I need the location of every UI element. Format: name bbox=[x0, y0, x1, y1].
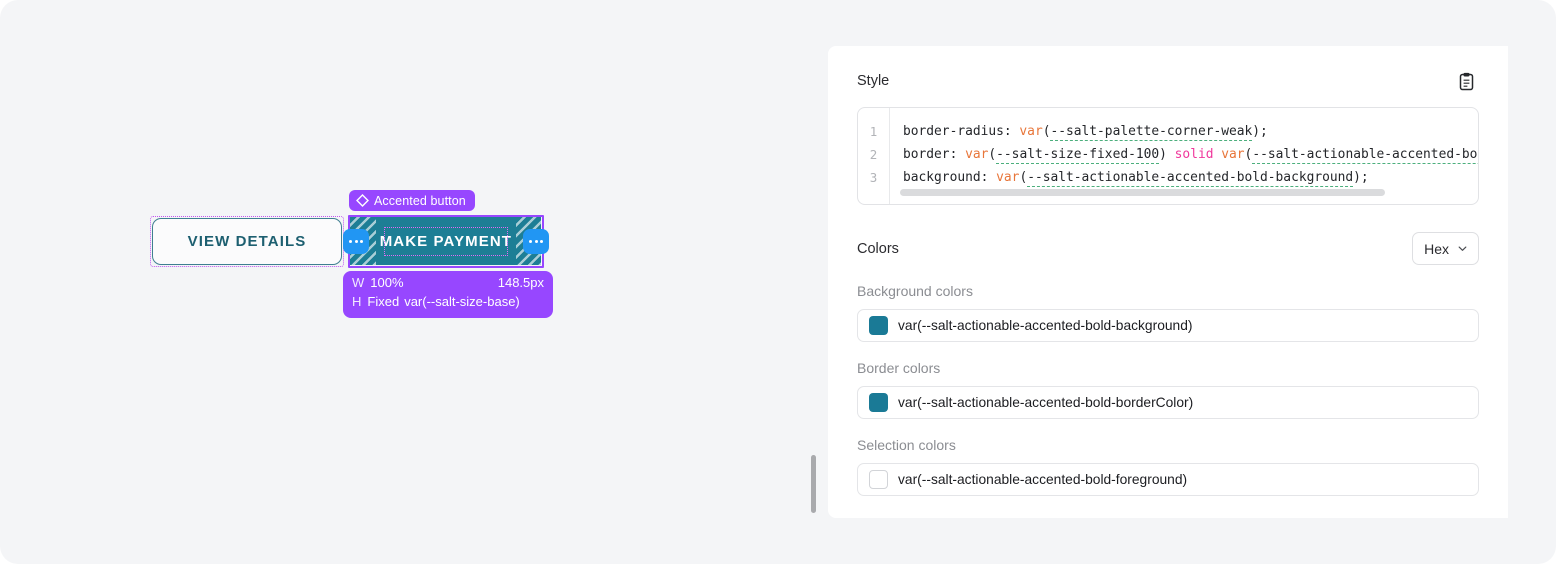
code-token: border: bbox=[903, 147, 966, 162]
panel-scrollbar-thumb[interactable] bbox=[811, 455, 816, 513]
color-group: Background colors var(--salt-actionable-a… bbox=[857, 283, 1479, 342]
diamond-icon bbox=[356, 194, 369, 207]
dimensions-tooltip: W 100% 148.5px H Fixed var(--salt-size-b… bbox=[343, 271, 553, 318]
code-token: ( bbox=[1019, 170, 1028, 185]
code-line-numbers: 1 2 3 bbox=[858, 108, 890, 204]
code-line: border: var(--salt-size-fixed-100) solid… bbox=[903, 143, 1478, 166]
code-line-number: 1 bbox=[869, 124, 878, 139]
height-key: H bbox=[352, 294, 362, 309]
width-row: W 100% 148.5px bbox=[352, 275, 544, 294]
color-token-value: var(--salt-actionable-accented-bold-back… bbox=[898, 318, 1193, 333]
color-group-label: Selection colors bbox=[857, 437, 956, 453]
color-token-value: var(--salt-actionable-accented-bold-fore… bbox=[898, 472, 1188, 487]
selection-name-badge: Accented button bbox=[349, 190, 475, 211]
color-swatch[interactable] bbox=[869, 393, 888, 412]
width-mode: 100% bbox=[370, 275, 404, 290]
color-token-field[interactable]: var(--salt-actionable-accented-bold-bord… bbox=[857, 386, 1479, 419]
style-section-header: Style bbox=[857, 68, 1479, 94]
code-line: border-radius: var(--salt-palette-corner… bbox=[903, 120, 1478, 143]
chevron-down-icon bbox=[1458, 246, 1467, 251]
color-token-field[interactable]: var(--salt-actionable-accented-bold-back… bbox=[857, 309, 1479, 342]
height-mode: Fixed bbox=[367, 294, 400, 309]
panel-scrollbar-track[interactable] bbox=[811, 455, 816, 517]
color-group: Border colors var(--salt-actionable-accen… bbox=[857, 360, 1479, 419]
code-line: background: var(--salt-actionable-accent… bbox=[903, 166, 1478, 189]
copy-style-button[interactable] bbox=[1453, 68, 1479, 94]
color-swatch[interactable] bbox=[869, 316, 888, 335]
code-token: border-radius: bbox=[903, 124, 1020, 139]
view-details-label: VIEW DETAILS bbox=[187, 233, 307, 250]
code-token: var bbox=[1019, 124, 1043, 139]
code-token: ( bbox=[1244, 147, 1253, 162]
colors-title: Colors bbox=[857, 240, 899, 257]
code-horizontal-scrollbar[interactable] bbox=[900, 189, 1385, 196]
code-token: ); bbox=[1353, 170, 1369, 185]
selection-name-label: Accented button bbox=[374, 193, 466, 208]
code-content[interactable]: border-radius: var(--salt-palette-corner… bbox=[890, 108, 1478, 204]
make-payment-label: MAKE PAYMENT bbox=[379, 232, 513, 250]
color-group-label: Background colors bbox=[857, 283, 973, 299]
width-key: W bbox=[352, 275, 365, 290]
primary-selection-outline bbox=[348, 215, 544, 268]
code-token: ); bbox=[1252, 124, 1268, 139]
color-format-value: Hex bbox=[1424, 240, 1449, 257]
color-groups-list: Background colors var(--salt-actionable-a… bbox=[857, 283, 1479, 496]
ellipsis-handle-right[interactable] bbox=[523, 229, 549, 254]
code-token: background: bbox=[903, 170, 997, 185]
code-token: --salt-palette-corner-weak bbox=[1050, 124, 1253, 141]
component-preview-canvas[interactable]: Accented button VIEW DETAILS MAKE PAYMEN… bbox=[0, 0, 800, 564]
code-token: var bbox=[996, 170, 1020, 185]
view-details-button[interactable]: VIEW DETAILS bbox=[152, 218, 342, 265]
make-payment-button-wrapper[interactable]: MAKE PAYMENT bbox=[343, 215, 549, 268]
height-value: var(--salt-size-base) bbox=[404, 294, 520, 309]
code-token: var bbox=[1221, 147, 1245, 162]
code-token: ) bbox=[1159, 147, 1175, 162]
make-payment-button[interactable]: MAKE PAYMENT bbox=[350, 217, 542, 266]
code-token: var bbox=[965, 147, 989, 162]
clipboard-icon bbox=[1459, 72, 1473, 90]
color-group: Selection colors var(--salt-actionable-ac… bbox=[857, 437, 1479, 496]
code-token: ( bbox=[988, 147, 997, 162]
color-swatch[interactable] bbox=[869, 470, 888, 489]
height-row: H Fixed var(--salt-size-base) bbox=[352, 294, 544, 313]
code-line-number: 2 bbox=[869, 147, 878, 162]
code-token: --salt-actionable-accented-bold-borderCo… bbox=[1252, 147, 1478, 164]
color-group-label: Border colors bbox=[857, 360, 941, 376]
ellipsis-handle-left[interactable] bbox=[343, 229, 369, 254]
color-token-field[interactable]: var(--salt-actionable-accented-bold-fore… bbox=[857, 463, 1479, 496]
code-token: --salt-size-fixed-100 bbox=[996, 147, 1160, 164]
style-title: Style bbox=[857, 73, 890, 89]
color-format-select[interactable]: Hex bbox=[1412, 232, 1479, 265]
color-token-value: var(--salt-actionable-accented-bold-bord… bbox=[898, 395, 1194, 410]
colors-section-header: Colors Hex bbox=[857, 232, 1479, 265]
code-token: ( bbox=[1042, 124, 1051, 139]
code-token: solid bbox=[1174, 147, 1214, 162]
code-token: --salt-actionable-accented-bold-backgrou… bbox=[1027, 170, 1354, 187]
width-value: 148.5px bbox=[497, 275, 544, 290]
code-line-number: 3 bbox=[869, 170, 878, 185]
